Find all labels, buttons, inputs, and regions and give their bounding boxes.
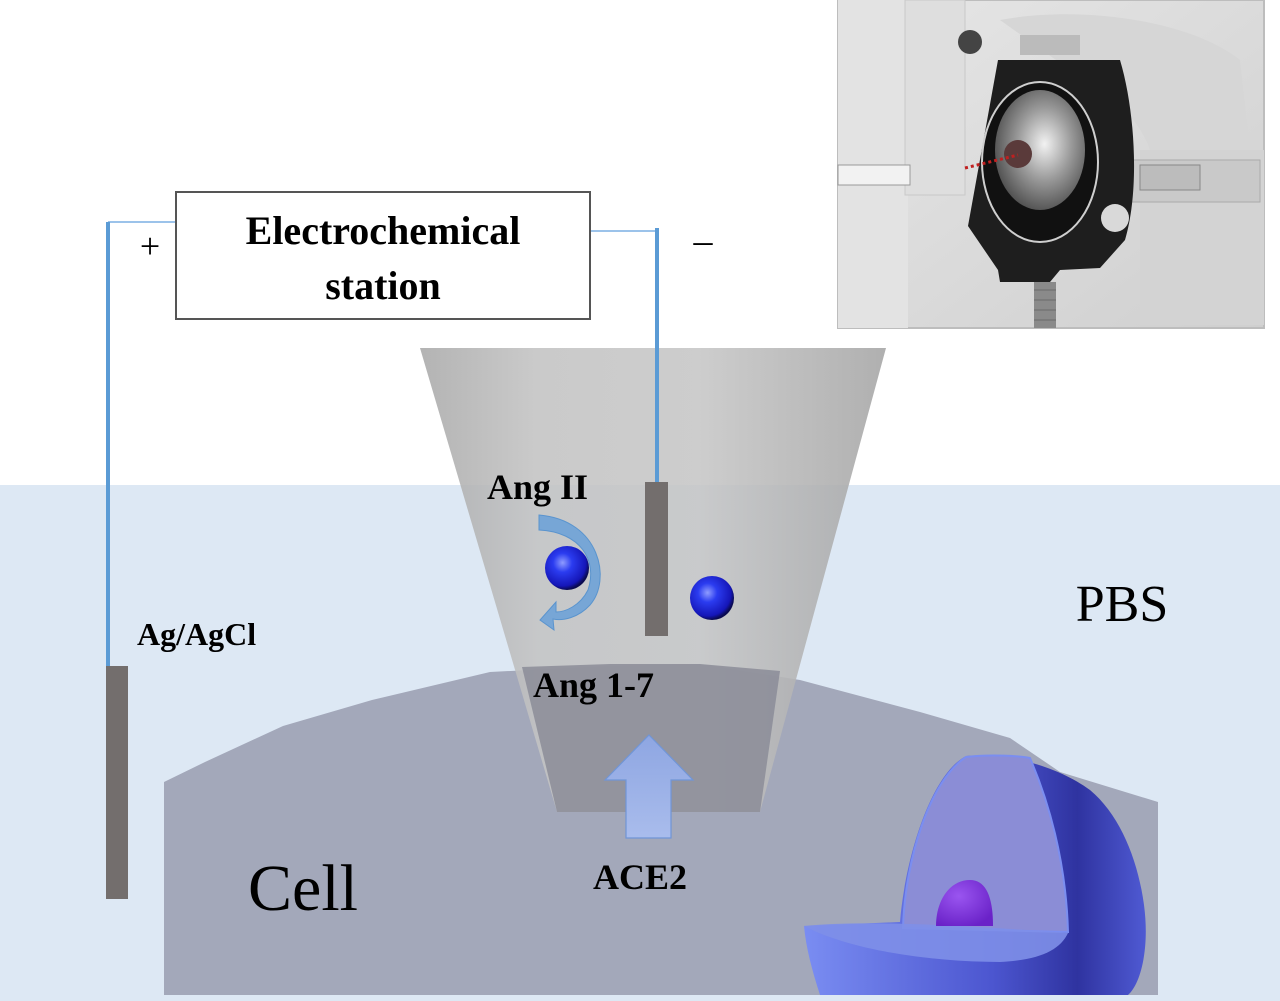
- conversion-arrow-icon: [538, 514, 601, 632]
- ang-1-7-label: Ang 1-7: [533, 665, 654, 705]
- station-label-line2: station: [325, 263, 441, 308]
- pbs-label: PBS: [1076, 576, 1169, 633]
- instrument-photo-inset: [837, 0, 1265, 329]
- ace2-label: ACE2: [593, 857, 687, 897]
- positive-terminal-sign: +: [140, 226, 160, 266]
- cell-label: Cell: [248, 852, 358, 925]
- cell-cutaway-icon: [804, 754, 1146, 995]
- electrochemical-station: Electrochemical station: [175, 191, 591, 320]
- ang-1-7-molecule: [690, 576, 734, 620]
- ace2-arrow-icon: [603, 734, 695, 839]
- station-label-line1: Electrochemical: [246, 208, 521, 253]
- reference-electrode: [106, 666, 128, 899]
- circuit-wires: [106, 221, 659, 668]
- working-electrode: [645, 482, 668, 636]
- negative-terminal-sign: –: [693, 220, 714, 262]
- ang-ii-label: Ang II: [487, 467, 588, 507]
- reference-electrode-label: Ag/AgCl: [137, 616, 256, 652]
- ang-ii-molecule: [545, 546, 589, 590]
